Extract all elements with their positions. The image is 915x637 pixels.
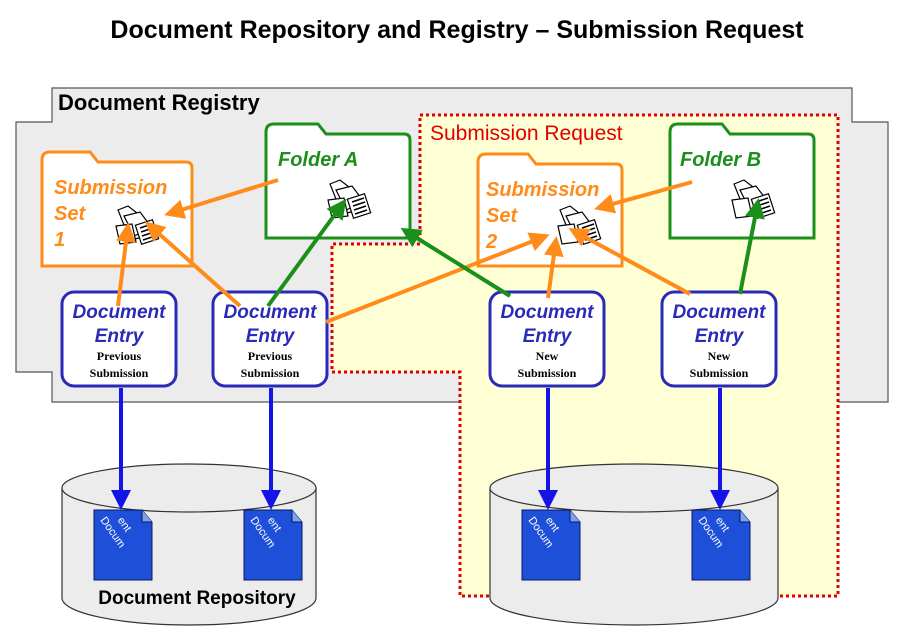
entry-status-line1: Previous [97, 349, 142, 363]
arrow-entry3-to-subset2 [543, 236, 564, 299]
entry-status-line1: Previous [248, 349, 293, 363]
folder-submission-set-2[interactable]: Submission Set 2 [476, 152, 624, 268]
entry-title-line2: Entry [246, 326, 296, 347]
entry-title-line1: Document [501, 302, 595, 323]
entry-status-line2: Submission [241, 366, 300, 380]
page-title: Document Repository and Registry – Submi… [110, 16, 804, 44]
entry-title-line1: Document [73, 302, 167, 323]
registry-label: Document Registry [58, 90, 260, 115]
folder-label-line1: Submission [54, 177, 167, 199]
submission-request-label: Submission Request [430, 122, 623, 145]
folder-submission-set-1[interactable]: Submission Set 1 [40, 150, 194, 268]
arrow-folderb-to-subset2 [594, 180, 693, 214]
arrow-entry2-to-foldera [266, 198, 347, 308]
arrow-entry3-to-foldera [400, 227, 512, 298]
document-3[interactable]: Docum ent [521, 507, 581, 581]
entry-title-line2: Entry [695, 326, 745, 347]
folder-label-line3: 2 [485, 231, 497, 253]
folder-a[interactable]: Folder A [264, 122, 412, 240]
document-entry-2[interactable]: Document Entry Previous Submission [211, 290, 329, 388]
entry-status-line2: Submission [690, 366, 749, 380]
entry-title-line2: Entry [95, 326, 145, 347]
arrow-foldera-to-subset1 [164, 178, 279, 219]
entry-title-line1: Document [224, 302, 318, 323]
document-4[interactable]: Docum ent [691, 507, 751, 581]
document-entry-3[interactable]: Document Entry New Submission [488, 290, 606, 388]
repository-label: Document Repository [98, 588, 296, 609]
arrow-entry2-to-subset2 [325, 232, 550, 324]
folder-b[interactable]: Folder B [668, 122, 816, 240]
arrow-entry4-to-folderb [738, 198, 765, 295]
folder-label-line1: Folder B [680, 149, 761, 171]
arrow-entry4-to-subset2 [568, 228, 691, 296]
folder-label-line1: Folder A [278, 149, 358, 171]
entry-title-line2: Entry [523, 326, 573, 347]
entry-title-line1: Document [673, 302, 767, 323]
folder-label-line2: Set [486, 205, 518, 227]
document-1[interactable]: Docum ent [93, 507, 153, 581]
folder-label-line2: Set [54, 203, 86, 225]
folder-label-line1: Submission [486, 179, 599, 201]
document-entry-4[interactable]: Document Entry New Submission [660, 290, 778, 388]
entry-status-line2: Submission [518, 366, 577, 380]
entry-status-line1: New [536, 349, 559, 363]
arrow-entry1-to-subset1 [116, 222, 136, 307]
document-2[interactable]: Docum ent [243, 507, 303, 581]
folder-label-line3: 1 [54, 229, 65, 251]
entry-status-line1: New [708, 349, 731, 363]
entry-status-line2: Submission [90, 366, 149, 380]
arrow-entry2-to-subset1 [145, 221, 242, 308]
